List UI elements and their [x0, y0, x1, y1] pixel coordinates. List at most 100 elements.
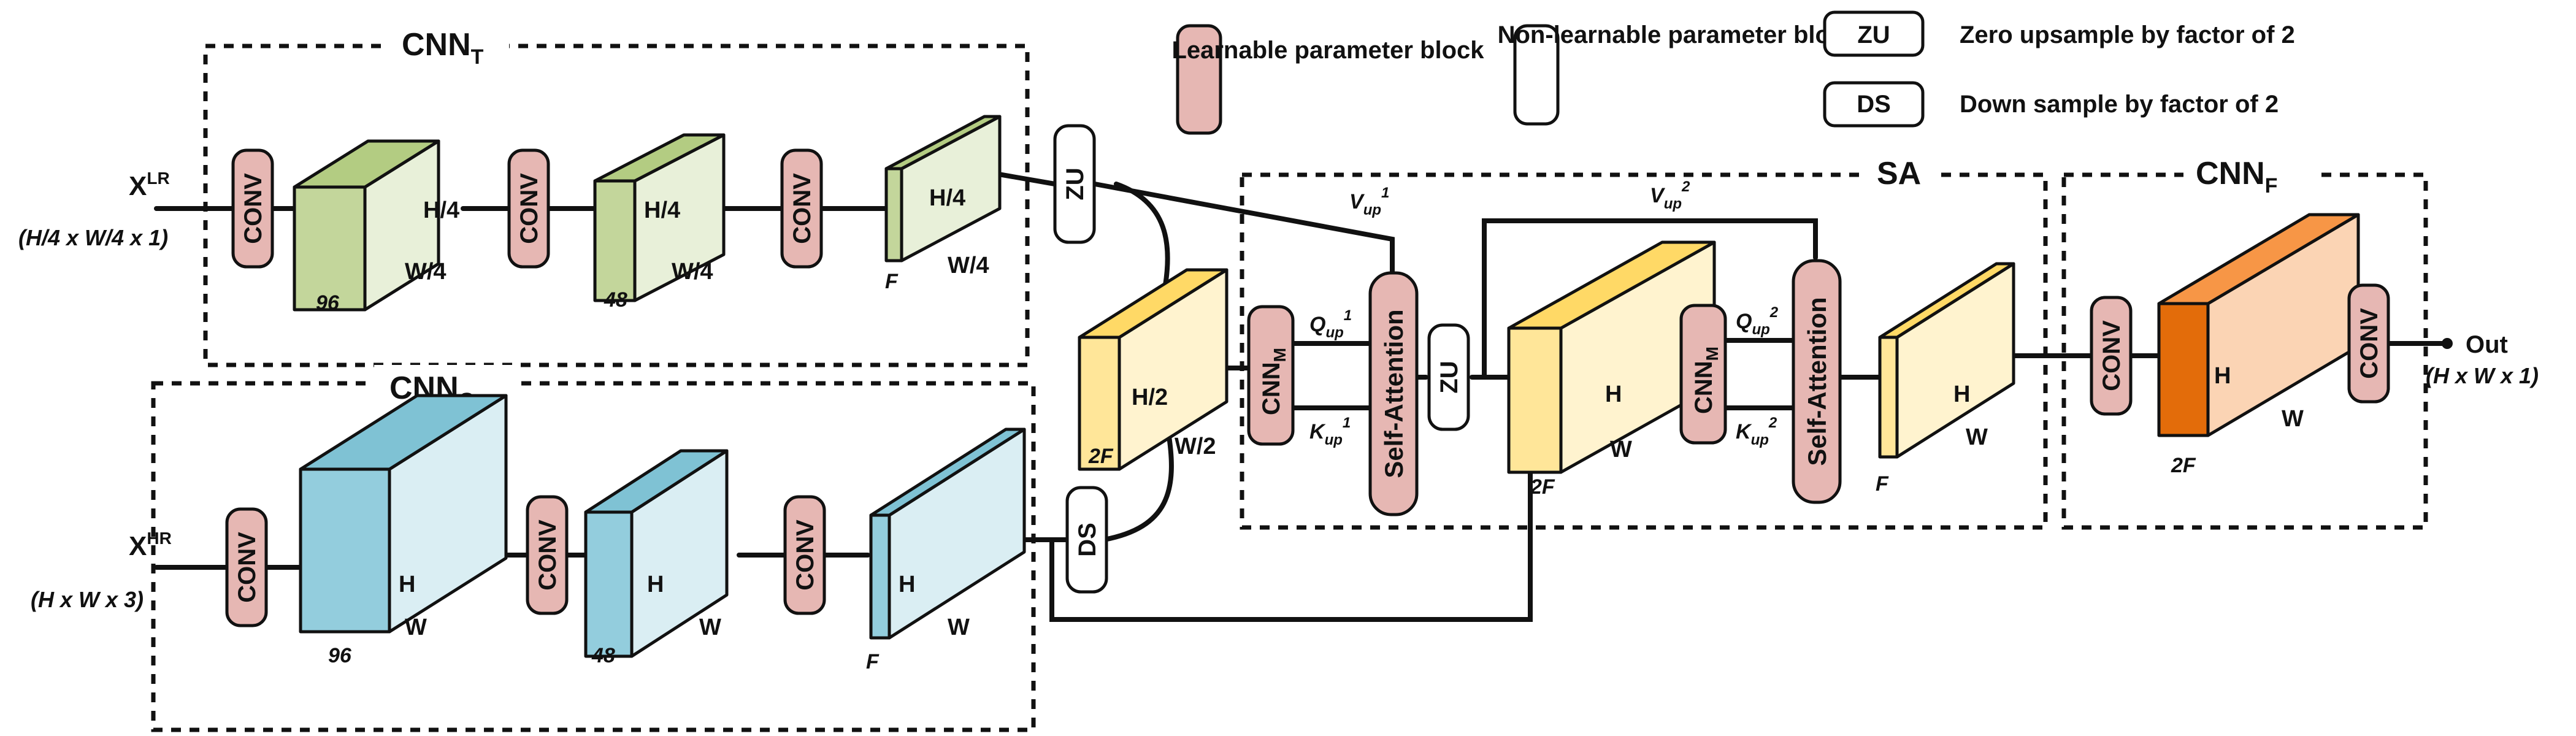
conv-block: CONV [2347, 283, 2390, 404]
legend-non-learnable-swatch [1513, 24, 1560, 126]
legend-zu-desc: Zero upsample by factor of 2 [1960, 21, 2295, 48]
svg-text:CONV: CONV [234, 532, 261, 603]
input-hr-dims: (H x W x 3) [31, 587, 144, 612]
input-lr-label: XLR [129, 169, 170, 201]
legend-zu-box [1823, 10, 1925, 57]
tensor-width-label: W/2 [1175, 434, 1216, 459]
conv-block: CONV [225, 507, 268, 627]
tensor-height-label: H [899, 572, 915, 597]
svg-text:CONV: CONV [240, 173, 267, 244]
tensor-width-label: W [1610, 437, 1632, 462]
tensor-width-label: W [405, 615, 427, 640]
tensor-48-full: H W 48 [584, 449, 729, 667]
self-attention-block: Self-Attention [1792, 259, 1842, 504]
tensor-height-label: H/4 [423, 197, 459, 223]
tensor-96-full: HW 96 [299, 394, 508, 667]
tensor-height-label: H [647, 572, 664, 597]
tensor-channel-label: 2F [1530, 475, 1555, 499]
cnn-t-title: CNNT [402, 27, 484, 69]
self-attention-block: Self-Attention [1368, 271, 1419, 516]
cnn-t-group-box [203, 44, 1030, 367]
tensor-f-full: H W F [866, 427, 1026, 673]
legend-non-learnable-label: Non-learnable parameter block [1498, 21, 1858, 48]
legend-learnable-swatch [1176, 24, 1222, 135]
svg-text:DS: DS [1074, 523, 1101, 557]
tensor-channel-label: 96 [316, 291, 340, 315]
input-lr-dims: (H/4 x W/4 x 1) [18, 225, 168, 250]
tensor-width-label: W [1966, 424, 1988, 450]
sa-title: SA [1877, 156, 1921, 191]
cnn-f-title: CNNF [2196, 156, 2277, 197]
tensor-height-label: H [1953, 381, 1970, 407]
tensor-height-label: H [399, 572, 415, 597]
cnn-f-group-box [2061, 172, 2428, 530]
conv-block: CONV [231, 148, 274, 269]
signal-k-up-1: Kup1 [1309, 415, 1351, 448]
tensor-channel-label: 2F [2171, 454, 2196, 477]
tensor-height-label: H/4 [929, 185, 965, 211]
signal-q-up-2: Qup2 [1736, 304, 1779, 338]
output-node [2442, 338, 2453, 349]
ds-block: DS [1065, 486, 1108, 594]
tensor-height-label: H [1605, 381, 1622, 407]
zu-block: ZU [1427, 323, 1470, 431]
tensor-f-quarter: H/4W/4F [884, 115, 1002, 293]
legend-zu-key: ZU [1857, 21, 1890, 48]
legend-learnable-label: Learnable parameter block [1171, 37, 1484, 64]
tensor-48-quarter: H/4W/4 48 [593, 133, 726, 312]
signal-q-up-1: Qup1 [1309, 307, 1352, 341]
tensor-channel-label: 2F [1088, 445, 1114, 468]
tensor-2f-half: H/2W/2 2F [1078, 268, 1229, 471]
tensor-channel-label: 96 [328, 644, 352, 667]
tensor-channel-label: 48 [604, 288, 627, 312]
svg-text:CONV: CONV [792, 519, 819, 591]
legend-ds-key: DS [1857, 91, 1891, 118]
tensor-channel-label: F [866, 650, 880, 673]
tensor-height-label: H/4 [644, 197, 680, 223]
signal-v-up-2: Vup2 [1650, 178, 1690, 212]
svg-text:CONV: CONV [2098, 320, 2125, 391]
tensor-channel-label: 48 [591, 644, 615, 667]
tensor-channel-label: F [885, 270, 899, 293]
tensor-width-label: W/4 [948, 253, 989, 278]
tensor-width-label: W [948, 615, 970, 640]
svg-text:Self-Attention: Self-Attention [1379, 309, 1408, 478]
conv-block: CONV [780, 148, 823, 269]
legend-ds-box [1823, 81, 1925, 128]
output-dims: (H x W x 1) [2426, 363, 2539, 388]
zu-block: ZU [1053, 124, 1096, 244]
cnn-m-block: CNNM [1247, 305, 1295, 446]
tensor-width-label: W/4 [405, 259, 447, 285]
tensor-channel-label: F [1876, 472, 1889, 496]
cnn-g-group-box [151, 381, 1036, 732]
tensor-f-sa: HW F [1876, 262, 2015, 496]
output-label: Out [2466, 331, 2508, 358]
svg-text:ZU: ZU [1436, 361, 1463, 393]
connection-wires [154, 169, 2447, 622]
signal-v-up-1: Vup1 [1349, 185, 1389, 218]
svg-text:Self-Attention: Self-Attention [1803, 297, 1831, 466]
legend-ds-desc: Down sample by factor of 2 [1960, 91, 2279, 118]
tensor-96-quarter: H/4W/4 96 [293, 139, 459, 315]
conv-block: CONV [526, 495, 569, 615]
sa-group-box [1240, 172, 2048, 530]
input-hr-label: XHR [129, 529, 172, 561]
svg-text:CONV: CONV [534, 519, 561, 591]
tensor-width-label: W [699, 615, 721, 640]
cnn-m-block: CNNM [1679, 304, 1727, 445]
svg-text:CNNM: CNNM [1690, 347, 1722, 414]
tensor-width-label: W/4 [672, 259, 713, 285]
conv-block: CONV [507, 148, 550, 269]
tensor-2f-sa: H W 2F [1507, 240, 1716, 499]
tensor-width-label: W [2282, 406, 2304, 432]
svg-text:CONV: CONV [789, 173, 816, 244]
svg-text:CONV: CONV [2356, 308, 2383, 379]
tensor-height-label: H/2 [1132, 385, 1168, 410]
svg-text:CONV: CONV [516, 173, 543, 244]
svg-text:ZU: ZU [1062, 167, 1089, 200]
conv-block: CONV [783, 495, 826, 615]
conv-block: CONV [2090, 296, 2133, 416]
signal-k-up-2: Kup2 [1736, 415, 1777, 448]
